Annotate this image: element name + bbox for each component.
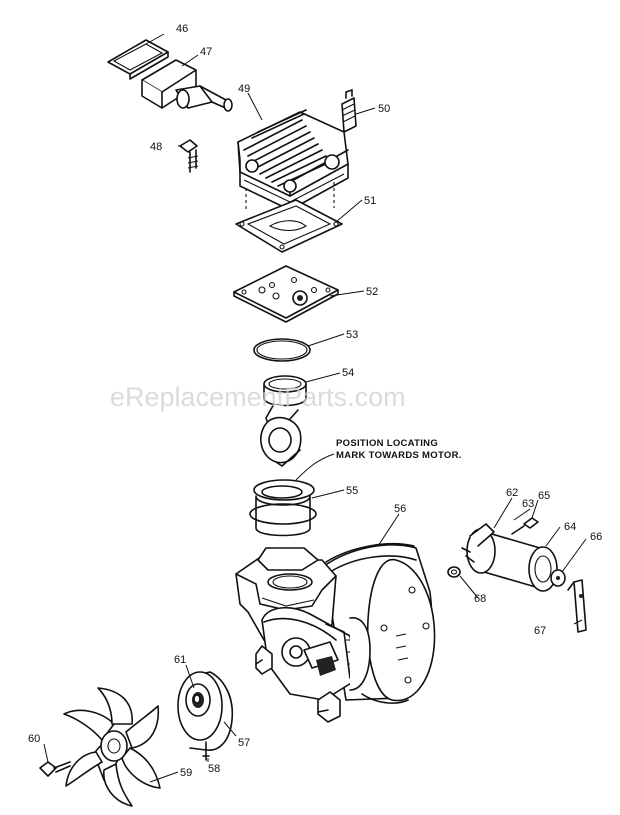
- callout-52: 52: [366, 286, 378, 298]
- callout-48: 48: [150, 141, 162, 153]
- part-67-strap: [567, 579, 587, 633]
- part-55-cylinder-sleeve: [249, 479, 317, 537]
- callout-53: 53: [346, 329, 358, 341]
- callout-66: 66: [590, 531, 602, 543]
- note-line-2: MARK TOWARDS MOTOR.: [336, 450, 462, 461]
- callout-labels: 46 47 48 49 50 51 52 53 54 55 56 57 58 5…: [28, 23, 602, 779]
- callout-50: 50: [378, 103, 390, 115]
- callout-55: 55: [346, 485, 358, 497]
- part-56-motor-assembly: [235, 542, 436, 723]
- callout-51: 51: [364, 195, 376, 207]
- callout-61: 61: [174, 654, 186, 666]
- part-47-filter: [141, 59, 233, 112]
- callout-54: 54: [342, 367, 354, 379]
- callout-47: 47: [200, 46, 212, 58]
- callout-63: 63: [522, 498, 534, 510]
- callout-59: 59: [180, 767, 192, 779]
- callout-49: 49: [238, 83, 250, 95]
- part-58-setscrew: [202, 741, 210, 761]
- part-51-gasket: [235, 199, 343, 253]
- part-59-fan: [63, 687, 161, 807]
- callout-46: 46: [176, 23, 188, 35]
- callout-56: 56: [394, 503, 406, 515]
- callout-67: 67: [534, 625, 546, 637]
- callout-68: 68: [474, 593, 486, 605]
- part-65-screw: [511, 517, 539, 535]
- part-52-valve-plate: [233, 265, 339, 323]
- part-54-connecting-rod: [260, 375, 307, 467]
- watermark-text: eReplacementParts.com: [110, 382, 406, 412]
- part-48-bolt: [179, 139, 199, 173]
- part-49-cylinder-head: [237, 109, 349, 211]
- part-46-plate: [107, 39, 169, 80]
- part-62-capacitor: [461, 523, 558, 592]
- assembly-note: POSITION LOCATING MARK TOWARDS MOTOR.: [295, 438, 462, 481]
- part-60-bolt: [39, 761, 71, 777]
- callout-58: 58: [208, 763, 220, 775]
- callout-60: 60: [28, 733, 40, 745]
- callout-64: 64: [564, 521, 576, 533]
- callout-65: 65: [538, 490, 550, 502]
- part-66-bracket: [550, 569, 566, 587]
- note-line-1: POSITION LOCATING: [336, 438, 438, 449]
- callout-57: 57: [238, 737, 250, 749]
- part-68-washer: [447, 566, 461, 578]
- part-57-pulley: [177, 671, 234, 751]
- part-53-o-ring: [253, 338, 311, 362]
- leader-lines: [43, 33, 587, 783]
- assembly-axis-lines: [245, 182, 335, 212]
- callout-62: 62: [506, 487, 518, 499]
- part-50-fitting: [341, 89, 357, 133]
